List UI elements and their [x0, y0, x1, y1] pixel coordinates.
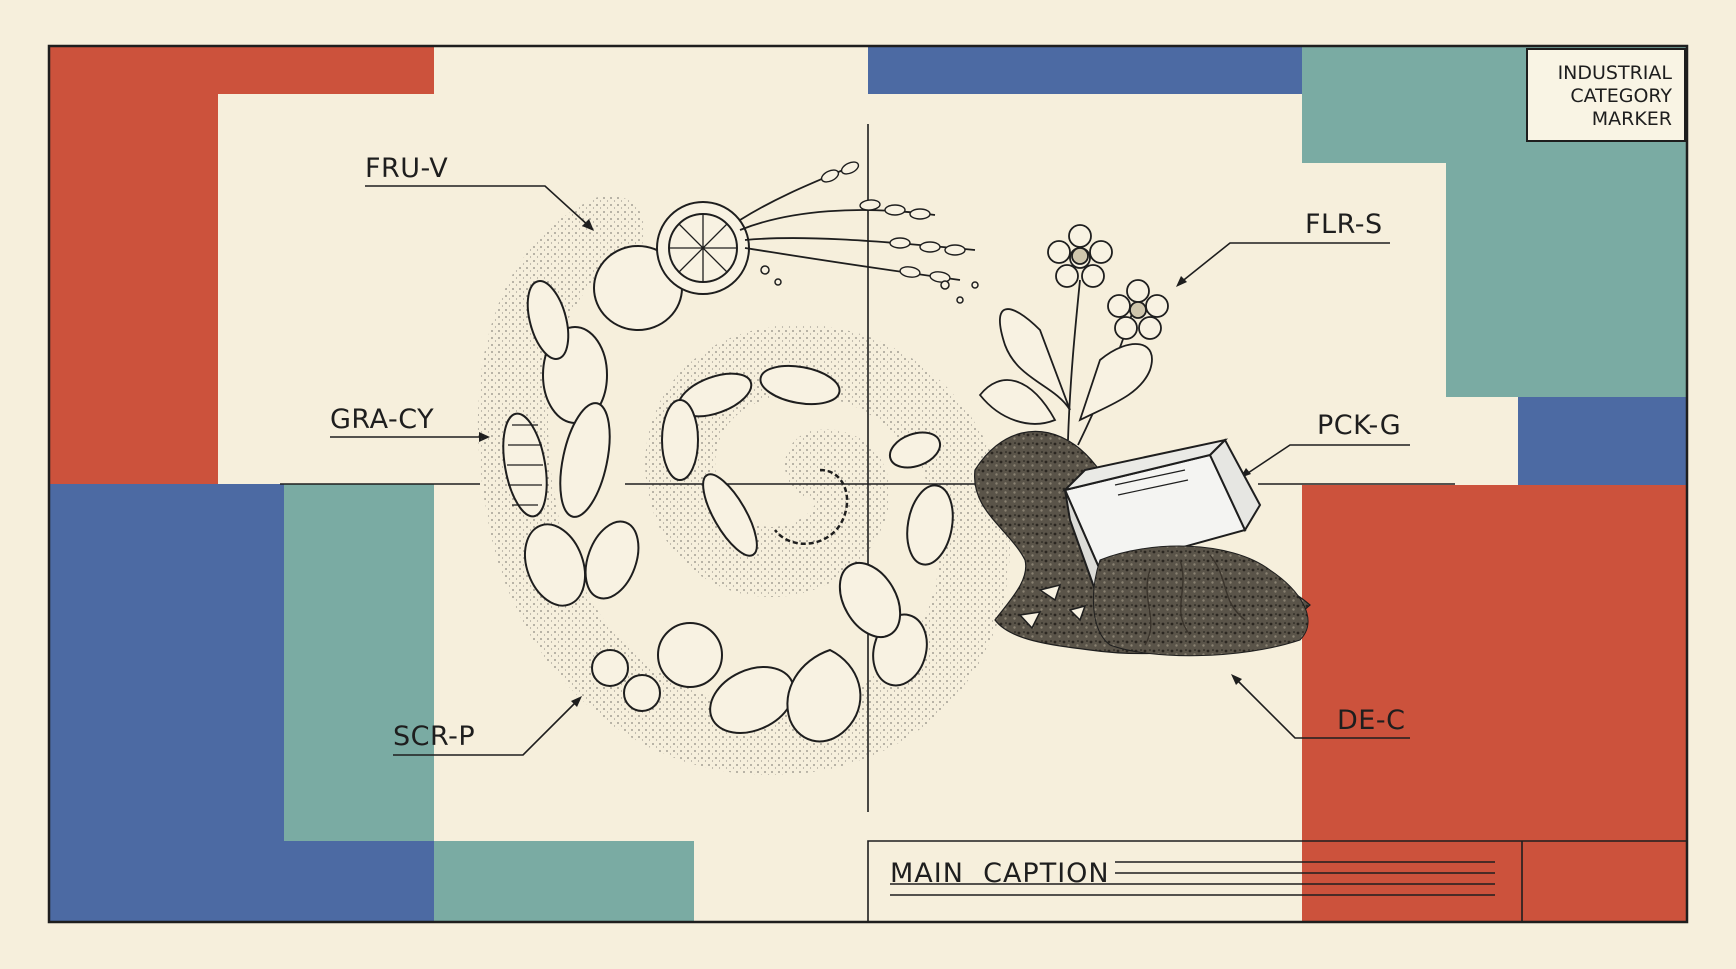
block-red-bottom-right-ext [1518, 485, 1687, 625]
label-flowers: FLR-S [1305, 209, 1383, 240]
block-teal-right [1446, 163, 1687, 397]
spiral-illustration [477, 161, 1311, 776]
flower-plant-icon [978, 224, 1169, 446]
flower-head-2 [1107, 279, 1169, 340]
spilled-soil [1092, 545, 1309, 657]
label-packaging: PCK-G [1317, 410, 1402, 441]
leaf-icon [559, 402, 611, 518]
marker-line-2: CATEGORY [1570, 85, 1672, 107]
inner-curl [774, 468, 849, 545]
block-teal-bottom [434, 841, 694, 922]
marker-line-3: MARKER [1591, 108, 1672, 130]
inner-leaf-2 [661, 399, 699, 481]
inner-apple-core [906, 484, 954, 566]
onion-icon [786, 648, 862, 743]
squash-icon [524, 523, 586, 607]
scraps-debris [760, 265, 1087, 630]
label-fruit-vegetables: FRU-V [365, 153, 449, 184]
inner-leaf-3 [759, 364, 841, 406]
industrial-category-marker: INDUSTRIAL CATEGORY MARKER [1526, 48, 1686, 142]
caption-box [867, 840, 1687, 922]
block-red-top-left [49, 46, 434, 94]
label-scraps: SCR-P [393, 721, 476, 752]
marker-line-1: INDUSTRIAL [1557, 62, 1672, 84]
block-teal-left [284, 484, 434, 841]
potato-icon [838, 562, 902, 638]
box-icon [1061, 438, 1262, 594]
inner-carrot [702, 473, 758, 557]
roots [1144, 554, 1246, 646]
apple-bottom-icon [657, 622, 723, 688]
main-caption: MAIN CAPTION [890, 858, 1110, 889]
inner-peel [888, 431, 942, 469]
flower-head-1 [1047, 224, 1113, 288]
block-blue-top [868, 46, 1302, 94]
cherry-icon [591, 649, 629, 687]
label-grains-cycle: GRA-CY [330, 404, 435, 435]
label-decomposition: DE-C [1337, 705, 1406, 736]
wheat-icon [739, 161, 976, 283]
eggplant-icon [526, 280, 570, 360]
block-red-left [49, 94, 218, 484]
pear-icon [584, 520, 640, 600]
produce-ring [502, 201, 954, 743]
block-blue-right [1518, 397, 1687, 485]
